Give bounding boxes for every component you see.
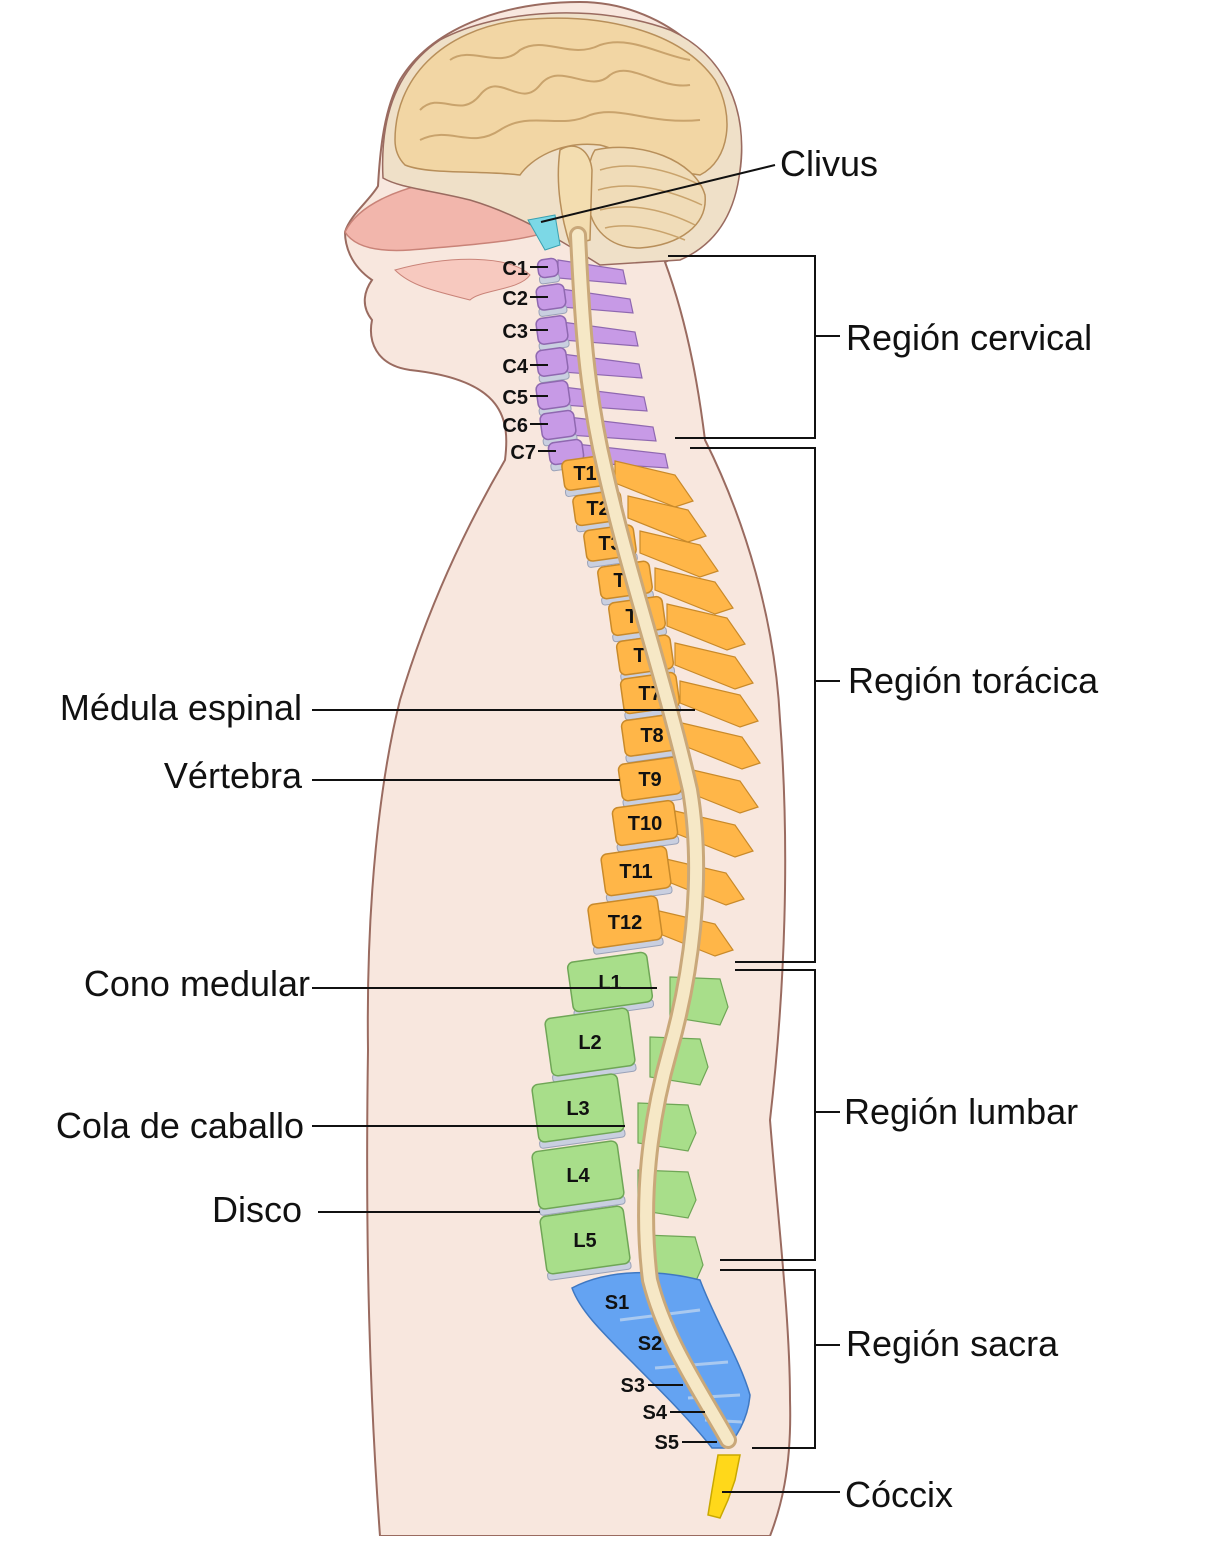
bracket-thoracic	[690, 447, 840, 963]
cerebellum-folds	[597, 165, 703, 241]
region-brackets	[668, 255, 840, 1449]
label-s1: S1	[605, 1292, 629, 1314]
bracket-lumbar	[720, 969, 840, 1261]
thoracic-spinous-process	[674, 642, 754, 690]
label-l3: L3	[566, 1098, 589, 1120]
label-l2: L2	[578, 1032, 601, 1054]
label-c2: C2	[502, 288, 528, 310]
label-conus: Cono medular	[84, 963, 310, 1004]
coccyx-bone	[707, 1454, 741, 1519]
label-region-thoracic: Región torácica	[848, 660, 1099, 701]
label-disc: Disco	[212, 1189, 302, 1230]
label-clivus: Clivus	[780, 143, 878, 184]
label-t11: T11	[619, 861, 652, 883]
label-vertebra: Vértebra	[164, 755, 303, 796]
label-c7: C7	[510, 442, 536, 464]
label-t12: T12	[608, 912, 642, 934]
cervical-vertebra	[535, 283, 567, 311]
thoracic-spinous-process	[679, 680, 759, 728]
label-l5: L5	[573, 1230, 596, 1252]
thoracic-spinous-process	[654, 567, 734, 615]
label-c6: C6	[502, 415, 528, 437]
thoracic-spinous-process	[627, 495, 707, 543]
cervical-vertebra	[535, 315, 569, 345]
lumbar-vertebra	[544, 1007, 636, 1077]
cervical-vertebra	[535, 347, 569, 377]
label-s5: S5	[655, 1432, 679, 1454]
label-l4: L4	[566, 1165, 590, 1187]
bracket-sacral	[720, 1269, 840, 1449]
spinal-cord-inner	[572, 229, 734, 1446]
thoracic-spinous-process	[666, 603, 746, 651]
label-spinal-cord: Médula espinal	[60, 687, 302, 728]
lumbar-vertebra	[539, 1205, 631, 1275]
label-cauda: Cola de caballo	[56, 1105, 304, 1146]
thoracic-spinous-process	[639, 530, 719, 578]
label-region-cervical: Región cervical	[846, 317, 1092, 358]
label-region-sacral: Región sacra	[846, 1323, 1059, 1364]
brain-folds	[419, 41, 701, 141]
label-t10: T10	[628, 813, 662, 835]
lumbar-vertebra	[531, 1073, 625, 1143]
label-c5: C5	[502, 387, 528, 409]
label-s4: S4	[643, 1402, 668, 1424]
label-region-lumbar: Región lumbar	[844, 1091, 1078, 1132]
lumbar-vertebra	[531, 1140, 625, 1210]
label-l1: L1	[598, 972, 621, 994]
bracket-cervical	[668, 255, 840, 439]
brain	[394, 17, 728, 176]
throat	[394, 258, 531, 301]
label-s2: S2	[638, 1333, 662, 1355]
label-c3: C3	[502, 321, 528, 343]
label-t1: T1	[573, 463, 596, 485]
label-t9: T9	[638, 769, 661, 791]
thoracic-vertebra	[611, 799, 679, 847]
clivus-bone	[527, 214, 561, 251]
leader-clivus	[540, 164, 776, 223]
thoracic-vertebra	[600, 845, 672, 897]
body-silhouette	[343, 0, 792, 1537]
cervical-vertebra	[539, 409, 577, 441]
label-coccyx: Cóccix	[845, 1474, 953, 1515]
label-c4: C4	[502, 356, 528, 378]
thoracic-vertebra	[587, 895, 663, 949]
label-t8: T8	[640, 725, 663, 747]
label-c1: C1	[502, 258, 528, 280]
cervical-vertebra	[535, 379, 571, 411]
label-s3: S3	[621, 1375, 645, 1397]
